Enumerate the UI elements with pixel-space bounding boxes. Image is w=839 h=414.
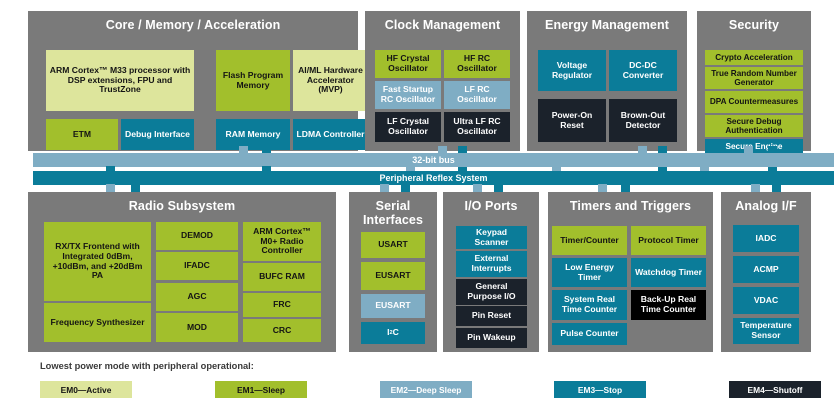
block-general-purpose-io: General Purpose I/O: [456, 279, 527, 305]
block-ldma-controller: LDMA Controller: [293, 119, 368, 150]
panel-title: I/O Ports: [464, 199, 518, 213]
block-true-random-number-generator: True Random Number Generator: [705, 67, 803, 89]
block-system-real-time-counter: System Real Time Counter: [552, 290, 627, 320]
block-arm-cortex-m33: ARM Cortex™ M33 processor with DSP exten…: [46, 50, 194, 111]
bus-stub: [406, 166, 415, 172]
block-rx-tx-frontend: RX/TX Frontend with Integrated 0dBm, +10…: [44, 222, 151, 301]
block-crypto-acceleration: Crypto Acceleration: [705, 50, 803, 65]
block-crc: CRC: [243, 319, 321, 342]
block-etm: ETM: [46, 119, 118, 150]
block-secure-engine: Secure Engine: [705, 139, 803, 154]
bus-stub: [598, 184, 607, 192]
bus-peripheral-reflex-system: Peripheral Reflex System: [33, 171, 834, 185]
block-lf-crystal-oscillator: LF Crystal Oscillator: [375, 112, 441, 142]
block-fast-startup-rc-oscillator: Fast Startup RC Oscillator: [375, 81, 441, 109]
block-demod: DEMOD: [156, 222, 238, 250]
block-brown-out-detector: Brown-Out Detector: [609, 99, 677, 142]
panel-analog-if: Analog I/F IADC ACMP VDAC Temperature Se…: [721, 192, 811, 352]
block-timer-counter: Timer/Counter: [552, 226, 627, 255]
bus-stub: [751, 184, 760, 192]
bus-stub: [552, 166, 561, 172]
block-ifadc: IFADC: [156, 252, 238, 280]
bus-stub: [239, 146, 248, 154]
bus-stub: [131, 184, 140, 192]
legend-swatch-em1: EM1—Sleep: [215, 381, 307, 398]
bus-stub: [772, 184, 781, 192]
bus-stub: [473, 184, 482, 192]
panel-title: Radio Subsystem: [128, 199, 236, 213]
panel-energy-management: Energy Management Voltage Regulator DC-D…: [527, 11, 687, 151]
block-vdac: VDAC: [733, 287, 799, 314]
bus-label: Peripheral Reflex System: [379, 173, 488, 183]
block-back-up-real-time-counter: Back-Up Real Time Counter: [631, 290, 706, 320]
panel-title: Security: [728, 18, 780, 32]
panel-clock-management: Clock Management HF Crystal Oscillator H…: [365, 11, 520, 151]
panel-title: Energy Management: [545, 18, 669, 32]
bus-stub: [494, 184, 503, 192]
bus-stub: [401, 184, 410, 192]
block-agc: AGC: [156, 283, 238, 311]
block-ultra-lf-rc-oscillator: Ultra LF RC Oscillator: [444, 112, 510, 142]
block-dc-dc-converter: DC-DC Converter: [609, 50, 677, 91]
bus-stub: [700, 166, 709, 172]
block-ram-memory: RAM Memory: [216, 119, 290, 150]
block-pin-wakeup: Pin Wakeup: [456, 328, 527, 348]
bus-stub: [106, 166, 115, 172]
panel-security: Security Crypto Acceleration True Random…: [697, 11, 811, 154]
block-lf-rc-oscillator: LF RC Oscillator: [444, 81, 510, 109]
bus-stub: [262, 166, 271, 172]
block-bufc-ram: BUFC RAM: [243, 263, 321, 291]
legend-swatch-em0: EM0—Active: [40, 381, 132, 398]
panel-title: Timers and Triggers: [569, 199, 692, 213]
block-hf-crystal-oscillator: HF Crystal Oscillator: [375, 50, 441, 78]
block-watchdog-timer: Watchdog Timer: [631, 258, 706, 287]
block-external-interrupts: External Interrupts: [456, 251, 527, 277]
block-voltage-regulator: Voltage Regulator: [538, 50, 606, 91]
bus-stub: [638, 146, 647, 154]
block-iadc: IADC: [733, 225, 799, 252]
block-keypad-scanner: Keypad Scanner: [456, 226, 527, 249]
block-hf-rc-oscillator: HF RC Oscillator: [444, 50, 510, 78]
legend-swatch-em3: EM3—Stop: [554, 381, 646, 398]
block-acmp: ACMP: [733, 256, 799, 283]
block-pulse-counter: Pulse Counter: [552, 323, 627, 345]
block-dpa-countermeasures: DPA Countermeasures: [705, 91, 803, 113]
legend-note: Lowest power mode with peripheral operat…: [40, 361, 254, 371]
block-frc: FRC: [243, 293, 321, 317]
panel-title: Analog I/F: [735, 199, 797, 213]
block-eusart-2: EUSART: [361, 294, 425, 318]
bus-stub: [744, 146, 753, 154]
bus-32-bit: 32-bit bus: [33, 153, 834, 167]
block-secure-debug-authentication: Secure Debug Authentication: [705, 115, 803, 137]
block-flash-program-memory: Flash Program Memory: [216, 50, 290, 111]
legend-swatch-em2: EM2—Deep Sleep: [380, 381, 472, 398]
panel-title: Core / Memory / Acceleration: [105, 18, 281, 32]
block-usart: USART: [361, 232, 425, 258]
block-debug-interface: Debug Interface: [121, 119, 194, 150]
block-power-on-reset: Power-On Reset: [538, 99, 606, 142]
block-protocol-timer: Protocol Timer: [631, 226, 706, 255]
panel-title: Serial Interfaces: [362, 199, 424, 227]
bus-stub: [106, 184, 115, 192]
bus-stub: [380, 184, 389, 192]
bus-label: 32-bit bus: [412, 155, 455, 165]
block-eusart-1: EUSART: [361, 262, 425, 290]
panel-radio-subsystem: Radio Subsystem RX/TX Frontend with Inte…: [28, 192, 336, 352]
panel-timers-and-triggers: Timers and Triggers Timer/Counter Protoc…: [548, 192, 713, 352]
bus-stub: [621, 184, 630, 192]
block-temperature-sensor: Temperature Sensor: [733, 318, 799, 344]
block-mod: MOD: [156, 313, 238, 342]
block-arm-cortex-m0-radio-controller: ARM Cortex™ M0+ Radio Controller: [243, 222, 321, 261]
bus-stub: [438, 146, 447, 154]
panel-core-memory-acceleration: Core / Memory / Acceleration ARM Cortex™…: [28, 11, 368, 151]
panel-io-ports: I/O Ports Keypad Scanner External Interr…: [443, 192, 539, 352]
panel-title: Clock Management: [384, 18, 501, 32]
block-frequency-synthesizer: Frequency Synthesizer: [44, 303, 151, 342]
block-ai-ml-hardware-accelerator: AI/ML Hardware Accelerator (MVP): [293, 50, 368, 111]
legend-swatch-em4: EM4—Shutoff: [729, 381, 821, 398]
block-low-energy-timer: Low Energy Timer: [552, 258, 627, 287]
block-pin-reset: Pin Reset: [456, 306, 527, 326]
